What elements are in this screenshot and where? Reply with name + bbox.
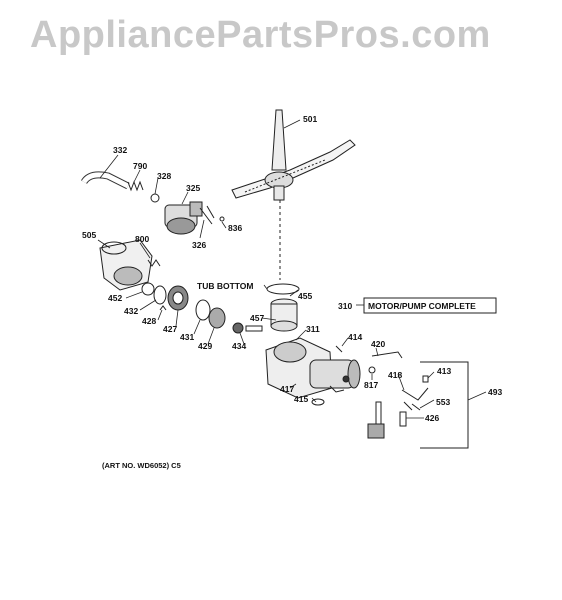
bracket-493 (420, 361, 469, 449)
label-501: 501 (303, 114, 317, 124)
label-455: 455 (298, 291, 312, 301)
part-414 (335, 345, 343, 353)
label-457: 457 (250, 313, 264, 323)
drain-pump-325 (164, 201, 203, 235)
label-800: 800 (135, 234, 149, 244)
label-505: 505 (82, 230, 96, 240)
label-413: 413 (437, 366, 451, 376)
label-417: 417 (280, 384, 294, 394)
housing-505 (99, 239, 153, 291)
part-426 (399, 411, 407, 427)
tub-bottom-label: TUB BOTTOM (197, 281, 254, 291)
watermark: AppliancePartsPros.com (30, 14, 491, 56)
part-418 (401, 387, 429, 401)
clamp-790 (127, 180, 144, 192)
label-418: 418 (388, 370, 402, 380)
label-420: 420 (371, 339, 385, 349)
motor-pump-complete-label: MOTOR/PUMP COMPLETE (368, 301, 476, 311)
part-420 (371, 351, 403, 359)
label-452: 452 (108, 293, 122, 303)
part-413 (422, 375, 429, 383)
motor-pump-311 (265, 337, 361, 399)
label-431: 431 (180, 332, 194, 342)
seal-457 (270, 298, 298, 332)
label-311: 311 (306, 324, 320, 334)
label-434: 434 (232, 341, 246, 351)
label-414: 414 (348, 332, 362, 342)
label-415: 415 (294, 394, 308, 404)
label-428: 428 (142, 316, 156, 326)
part-836 (219, 216, 225, 222)
part-328 (150, 193, 160, 203)
part-800 (147, 259, 161, 267)
label-326: 326 (192, 240, 206, 250)
label-332: 332 (113, 145, 127, 155)
label-790: 790 (133, 161, 147, 171)
switch-component (367, 401, 385, 439)
label-493: 493 (488, 387, 502, 397)
part-429 (208, 307, 226, 329)
part-432 (153, 285, 167, 305)
label-432: 432 (124, 306, 138, 316)
part-452 (141, 282, 155, 296)
part-431 (195, 299, 211, 321)
label-553: 553 (436, 397, 450, 407)
spray-arm-501 (231, 109, 356, 201)
part-817 (368, 366, 376, 374)
motor-pump-box (363, 297, 497, 314)
label-817: 817 (364, 380, 378, 390)
part-434 (232, 322, 263, 334)
part-553 (403, 401, 421, 411)
label-429: 429 (198, 341, 212, 351)
label-310: 310 (338, 301, 352, 311)
part-labels: 501 332 790 328 325 836 326 505 800 452 … (82, 114, 502, 423)
label-426: 426 (425, 413, 439, 423)
part-415 (311, 398, 325, 406)
part-428 (159, 305, 167, 311)
label-325: 325 (186, 183, 200, 193)
leader-lines (97, 119, 487, 419)
label-836: 836 (228, 223, 242, 233)
part-326 (199, 205, 215, 225)
art-number: (ART NO. WD6052) C5 (102, 461, 181, 470)
impeller-427 (167, 285, 189, 311)
label-427: 427 (163, 324, 177, 334)
label-328: 328 (157, 171, 171, 181)
